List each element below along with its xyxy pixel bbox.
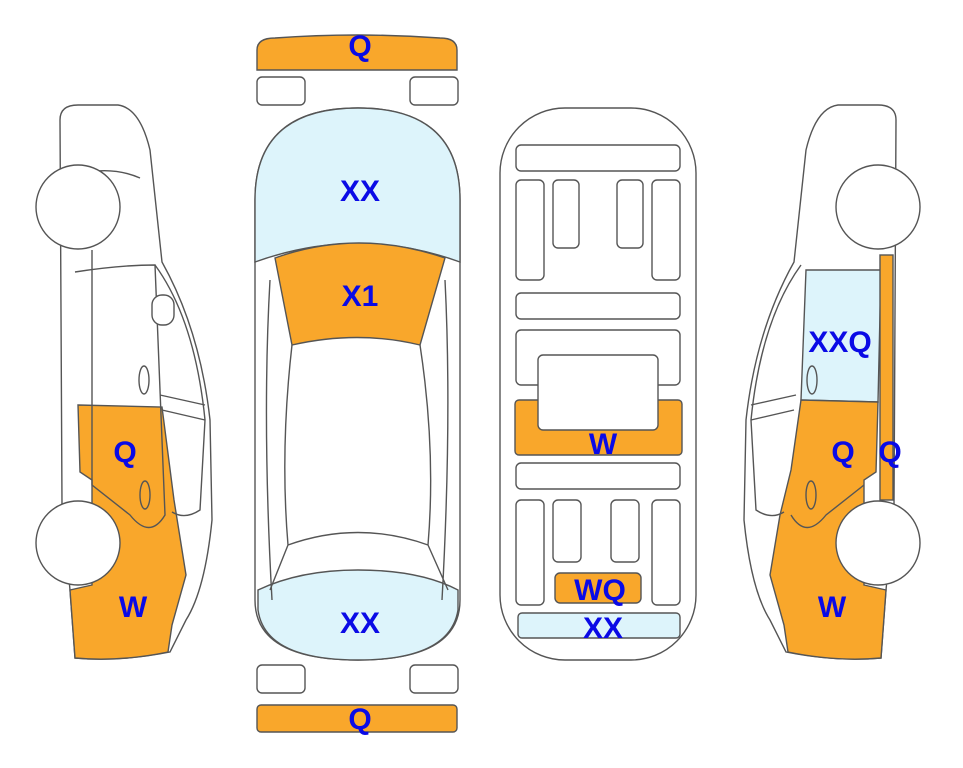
right-pillar-damage	[879, 254, 894, 501]
label-right-front-door: Q	[831, 436, 854, 469]
front-light-right	[409, 76, 459, 106]
rear-bumper-damage	[256, 704, 458, 733]
label-rear-bumper: Q	[348, 703, 371, 736]
label-left-front-door: Q	[113, 436, 136, 469]
left-rear-door-handle	[138, 365, 150, 395]
right-front-wheel	[835, 500, 921, 586]
label-front-bumper: Q	[348, 30, 371, 63]
left-front-wheel	[35, 500, 121, 586]
top-view: XX X1 XX Q Q	[254, 30, 461, 736]
rear-light-right	[409, 664, 459, 694]
windshield-damage	[274, 242, 446, 346]
left-rear-wheel	[35, 164, 121, 250]
left-front-door-handle	[139, 480, 151, 510]
rear-light-left	[256, 664, 306, 694]
right-front-door-handle	[805, 480, 817, 510]
underside-view: W WQ XX	[499, 107, 697, 661]
label-right-rear-window: XXQ	[808, 326, 871, 359]
label-underside-rear-small: WQ	[574, 574, 626, 607]
front-bumper-damage	[256, 34, 458, 71]
rear-window-damage	[257, 569, 459, 661]
right-rear-wheel	[835, 164, 921, 250]
underside-rear-bar-damage	[517, 612, 681, 639]
label-underside-rear-bar: XX	[583, 612, 623, 645]
underside-rear-small-damage	[554, 572, 642, 604]
label-windshield: X1	[342, 280, 379, 313]
right-rear-door-handle	[806, 365, 818, 395]
right-front-door-damage	[769, 399, 887, 660]
left-front-door-damage	[69, 404, 187, 660]
label-hood: XX	[340, 175, 380, 208]
label-rear-window: XX	[340, 607, 380, 640]
right-side-view: XXQ Q Q W	[743, 104, 921, 660]
label-underside-middle: W	[589, 428, 618, 461]
left-side-view: Q W	[35, 104, 213, 660]
label-right-front-fender: W	[818, 591, 847, 624]
front-light-left	[256, 76, 306, 106]
label-right-pillar: Q	[878, 436, 901, 469]
left-mirror	[151, 294, 175, 326]
label-left-front-fender: W	[119, 591, 148, 624]
